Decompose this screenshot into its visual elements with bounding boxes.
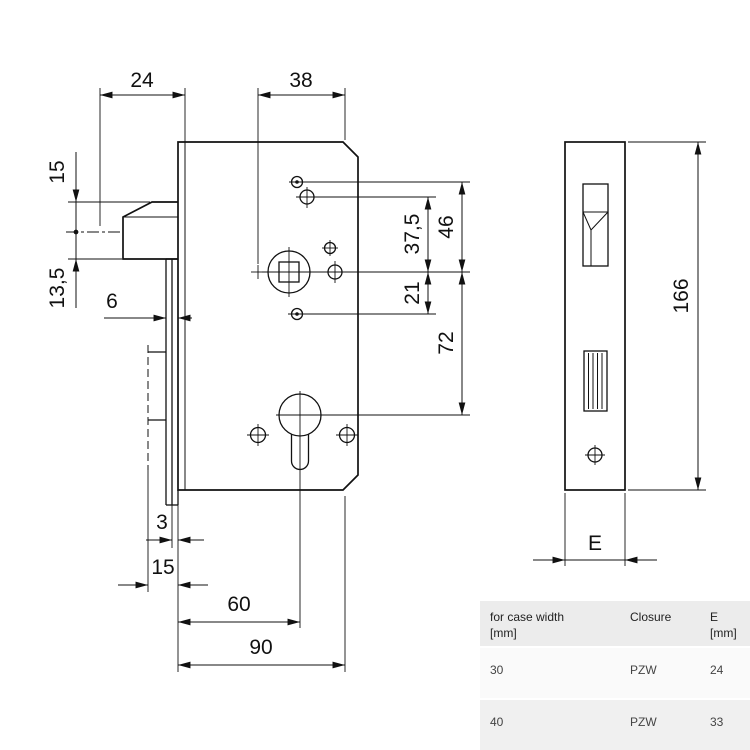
cell-e: 24 [710, 663, 724, 677]
fixing-hole-right [336, 424, 358, 446]
handle-screw-hole-upper [299, 187, 315, 208]
dim-width-E: E [533, 493, 657, 566]
dim-90-label: 90 [249, 636, 272, 659]
spec-table-header-row: for case width [mm] Closure E [mm] [480, 601, 750, 646]
dim-72-label: 72 [435, 331, 458, 354]
dim-37-5: 37,5 [401, 197, 432, 272]
dim-60-label: 60 [227, 593, 250, 616]
fixing-hole-left [247, 424, 269, 446]
latch-bolt [66, 201, 178, 260]
header-case-width: for case width [mm] [480, 609, 620, 646]
dim-46: 46 [435, 182, 466, 272]
table-row: 30 PZW 24 [480, 646, 750, 698]
faceplate [165, 258, 179, 506]
header-e-line2: [mm] [710, 626, 737, 641]
cell-e: 33 [710, 715, 724, 729]
header-e-line1: E [710, 610, 719, 624]
dim-72: 72 [435, 272, 466, 415]
header-case-width-line2: [mm] [490, 626, 517, 641]
lock-front-view: 24 38 15 13,5 6 37,5 [46, 69, 470, 672]
dim-top-right: 38 [257, 69, 346, 264]
deadbolt-opening [583, 350, 608, 412]
cell-case-width: 40 [490, 715, 504, 729]
lock-side-view: 166 E [533, 141, 706, 566]
dim-166-label: 166 [670, 278, 693, 313]
dim-E-label: E [588, 532, 602, 555]
dim-left-lower-label: 13,5 [46, 268, 69, 309]
latch-opening [582, 183, 609, 267]
dim-21: 21 [401, 272, 432, 314]
header-case-width-line1: for case width [490, 610, 565, 624]
header-closure: Closure [620, 609, 700, 646]
faceplate-screw-hole [585, 445, 605, 465]
cell-closure: PZW [630, 663, 657, 677]
dim-case-depth-90: 90 [178, 496, 346, 672]
dim-height-166: 166 [628, 141, 706, 491]
dim-faceplate-label: 6 [106, 290, 118, 313]
cell-closure: PZW [630, 715, 657, 729]
small-hole-right [322, 240, 338, 256]
dim-backset-60: 60 [178, 593, 300, 626]
dim-left-upper-label: 15 [46, 160, 69, 183]
dim-bottom-15: 15 [118, 470, 208, 592]
dim-37-5-label: 37,5 [401, 214, 424, 255]
dim-faceplate-thickness: 6 [104, 290, 192, 322]
dim-3-label: 3 [156, 511, 168, 534]
dim-top-left-label: 24 [130, 69, 154, 92]
dim-top-right-label: 38 [289, 69, 312, 92]
dim-bottom-3: 3 [146, 505, 204, 672]
cell-case-width: 30 [490, 663, 504, 677]
spec-table: for case width [mm] Closure E [mm] 30 PZ… [480, 601, 750, 750]
dim-left-chain: 15 13,5 [46, 152, 150, 308]
header-closure-line1: Closure [630, 610, 672, 624]
faceplate-outline [564, 141, 626, 491]
dim-top-left: 24 [99, 69, 186, 226]
lock-case-outline [177, 141, 359, 491]
dim-21-label: 21 [401, 281, 424, 304]
dim-46-label: 46 [435, 215, 458, 238]
deadbolt-dashed [147, 345, 166, 470]
table-row: 40 PZW 33 [480, 698, 750, 750]
header-e: E [mm] [700, 609, 750, 646]
dim-15-bottom-label: 15 [151, 556, 174, 579]
